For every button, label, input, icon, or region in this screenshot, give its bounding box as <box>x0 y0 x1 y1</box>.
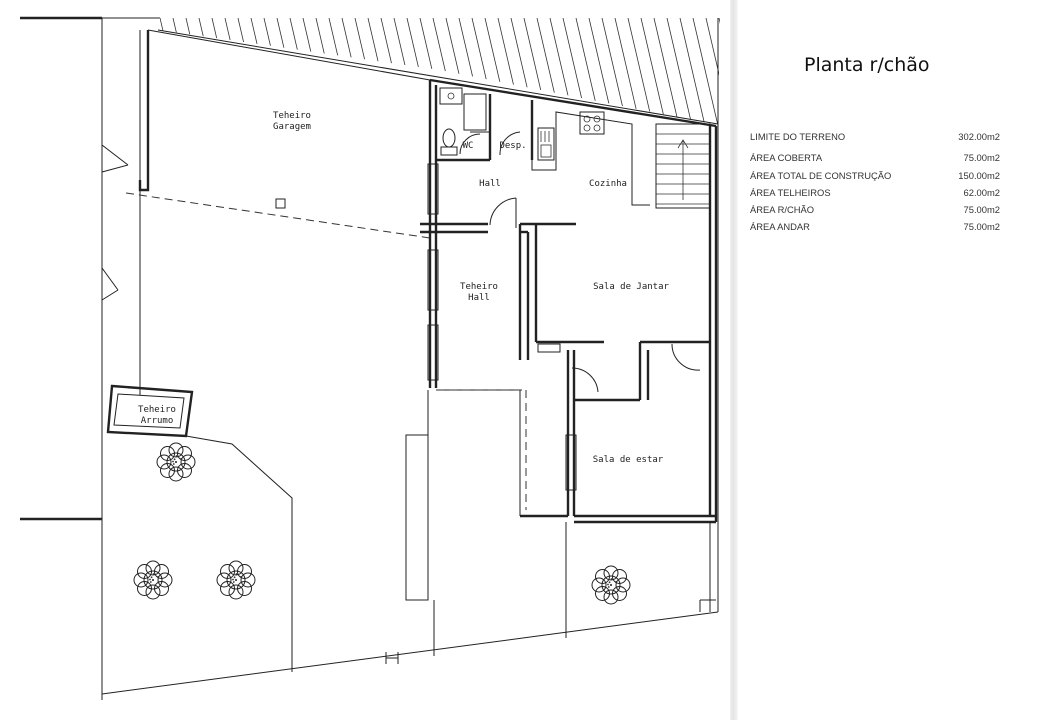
area-value: 150.00m2 <box>958 169 1000 181</box>
label-telheiro-hall-1: Teheiro <box>460 282 498 292</box>
area-row: ÁREA TELHEIROS 62.00m2 <box>750 184 1000 201</box>
label-hall: Hall <box>479 179 501 189</box>
tree-icon <box>133 560 173 600</box>
garage-shelter <box>101 29 431 395</box>
area-value: 302.00m2 <box>958 131 1000 142</box>
area-value: 75.00m2 <box>963 152 1000 164</box>
garden-outline <box>185 435 399 672</box>
label-sala-estar: Sala de estar <box>593 455 664 465</box>
area-label: ÁREA COBERTA <box>750 152 823 164</box>
boundary-hatch <box>160 18 720 125</box>
area-row: ÁREA R/CHÃO 75.00m2 <box>750 201 1000 218</box>
area-row: LIMITE DO TERRENO 302.00m2 <box>750 128 1000 145</box>
room-labels: Teheiro Garagem WC Desp. Hall Cozinha Te… <box>138 111 669 465</box>
door-swings <box>489 131 701 393</box>
boundary-lines <box>20 16 719 700</box>
area-row: ÁREA COBERTA 75.00m2 <box>750 149 1000 166</box>
area-value: 75.00m2 <box>963 221 1000 233</box>
area-row: ÁREA TOTAL DE CONSTRUÇÃO 150.00m2 <box>750 167 1000 184</box>
area-row: ÁREA ANDAR 75.00m2 <box>750 218 1000 235</box>
area-label: ÁREA TOTAL DE CONSTRUÇÃO <box>750 169 892 181</box>
label-telheiro-arrumo-1: Teheiro <box>138 405 176 415</box>
area-label: LIMITE DO TERRENO <box>750 131 846 142</box>
area-label: ÁREA ANDAR <box>750 221 810 233</box>
staircase <box>655 123 711 209</box>
label-telheiro-arrumo-2: Arrumo <box>141 416 174 426</box>
house-walls <box>420 78 718 524</box>
tree-icon <box>216 560 256 600</box>
label-desp: Desp. <box>499 141 526 151</box>
label-cozinha: Cozinha <box>589 179 627 189</box>
label-wc: WC <box>463 141 474 151</box>
area-value: 75.00m2 <box>963 204 1000 216</box>
wc-fixtures <box>439 87 490 156</box>
tree-icon <box>591 565 631 605</box>
tree-icon <box>156 442 196 482</box>
kitchen-counters <box>531 100 650 206</box>
area-label: ÁREA R/CHÃO <box>750 204 815 216</box>
windows <box>427 163 577 491</box>
label-telheiro-garagem-1: Teheiro <box>273 111 311 121</box>
plan-title: Planta r/chão <box>804 54 930 76</box>
label-telheiro-hall-2: Hall <box>468 293 490 303</box>
floor-plan-drawing: Teheiro Garagem WC Desp. Hall Cozinha Te… <box>20 16 720 700</box>
panel-divider <box>730 0 738 720</box>
garden-trees <box>133 442 631 605</box>
porch-outlines <box>405 389 716 656</box>
label-telheiro-garagem-2: Garagem <box>273 122 311 132</box>
label-sala-jantar: Sala de Jantar <box>593 282 669 292</box>
area-value: 62.00m2 <box>963 186 1000 198</box>
area-label: ÁREA TELHEIROS <box>750 186 831 198</box>
